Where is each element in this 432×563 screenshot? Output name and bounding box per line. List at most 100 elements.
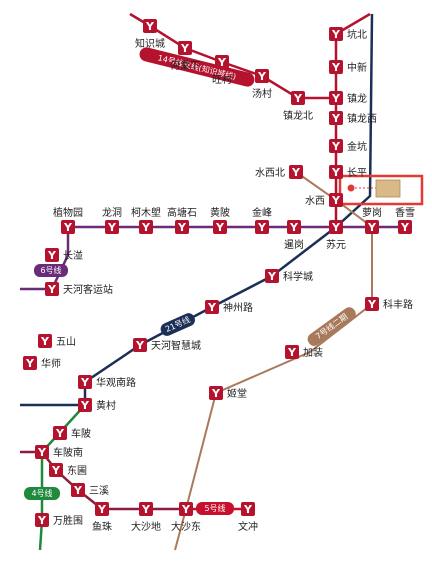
metro-station-icon: Y (78, 375, 92, 389)
metro-station-icon: Y (205, 300, 219, 314)
svg-text:Y: Y (141, 503, 151, 516)
metro-station-icon: Y (365, 297, 379, 311)
line6-track (20, 227, 70, 291)
station-wanshengwei[interactable]: Y 万胜围 (35, 513, 83, 527)
metro-station-icon: Y (329, 27, 343, 41)
svg-text:Y: Y (37, 514, 47, 527)
svg-text:Y: Y (211, 387, 221, 400)
station-tangcun[interactable]: Y汤村 (252, 69, 272, 100)
svg-text:Y: Y (63, 221, 73, 234)
metro-station-icon: Y (287, 220, 301, 234)
station-label: 文冲 (238, 520, 258, 533)
metro-station-icon: Y (255, 69, 269, 83)
station-xiagang[interactable]: Y 暹岗 (284, 220, 304, 251)
svg-text:Y: Y (107, 221, 117, 234)
station-label: 龙洞 (102, 206, 122, 219)
station-shuixi[interactable]: Y水西 (305, 193, 343, 207)
metro-station-icon: Y (35, 445, 49, 459)
line6-badge: 6号线 (34, 264, 68, 277)
station-jinfeng[interactable]: Y金峰 (252, 206, 272, 234)
station-changping[interactable]: Y 长平 (329, 165, 367, 179)
svg-text:Y: Y (331, 166, 341, 179)
svg-text:Y: Y (37, 446, 47, 459)
station-luogang[interactable]: Y萝岗 (362, 207, 382, 234)
metro-station-icon: Y (215, 55, 229, 69)
svg-text:Y: Y (287, 346, 297, 359)
station-huangbei[interactable]: Y 黄陂 (210, 206, 230, 234)
metro-station-icon: Y (209, 386, 223, 400)
station-wangcun[interactable]: Y旺村 (212, 55, 232, 86)
station-label: 加装 (303, 346, 323, 359)
metro-station-icon: Y (38, 334, 52, 348)
station-wushan[interactable]: Y 五山 (38, 334, 76, 348)
svg-text:Y: Y (291, 166, 301, 179)
metro-station-icon: Y (23, 356, 37, 370)
svg-text:Y: Y (331, 112, 341, 125)
station-label: 暹岗 (284, 239, 304, 251)
highlight-marker[interactable] (338, 174, 424, 206)
metro-station-icon: Y (78, 398, 92, 412)
station-label: 长平 (347, 167, 367, 179)
station-label: 天河客运站 (63, 283, 113, 296)
metro-station-icon: Y (95, 502, 109, 516)
metro-station-icon: Y (45, 248, 59, 262)
station-label: 东圃 (67, 464, 87, 477)
svg-text:Y: Y (367, 221, 377, 234)
metro-station-icon: Y (213, 220, 227, 234)
station-zhiwuyuan[interactable]: Y 植物园 (53, 206, 83, 234)
metro-station-icon: Y (285, 345, 299, 359)
station-label: 万胜围 (53, 515, 83, 527)
svg-text:Y: Y (331, 61, 341, 74)
station-label: 大沙东 (171, 520, 201, 533)
station-label: 黄陂 (210, 206, 230, 219)
svg-text:Y: Y (289, 221, 299, 234)
svg-text:Y: Y (331, 194, 341, 207)
station-xiangxue[interactable]: Y香雪 (395, 207, 415, 234)
svg-text:Y: Y (243, 503, 253, 516)
metro-station-icon: Y (329, 91, 343, 105)
station-suyuan[interactable]: Y苏元 (326, 220, 346, 251)
metro-station-icon: Y (61, 220, 75, 234)
svg-text:Y: Y (331, 140, 341, 153)
station-wenchong[interactable]: Y 文冲 (238, 502, 258, 533)
metro-station-icon: Y (35, 513, 49, 527)
svg-text:Y: Y (215, 221, 225, 234)
station-label: 植物园 (53, 206, 83, 219)
station-label: 水西北 (255, 167, 285, 179)
metro-station-icon: Y (329, 139, 343, 153)
line21-badge: 21号线 (160, 313, 195, 336)
station-yuzhu[interactable]: Y鱼珠 (92, 502, 112, 533)
station-label: 知识城 (135, 37, 165, 50)
station-jiazhuang[interactable]: Y 加装 (285, 345, 323, 359)
station-label: 五山 (56, 336, 76, 348)
svg-text:Y: Y (331, 221, 341, 234)
station-shuixibei[interactable]: Y 水西北 (255, 165, 303, 179)
station-longdong[interactable]: Y 龙洞 (102, 206, 122, 234)
